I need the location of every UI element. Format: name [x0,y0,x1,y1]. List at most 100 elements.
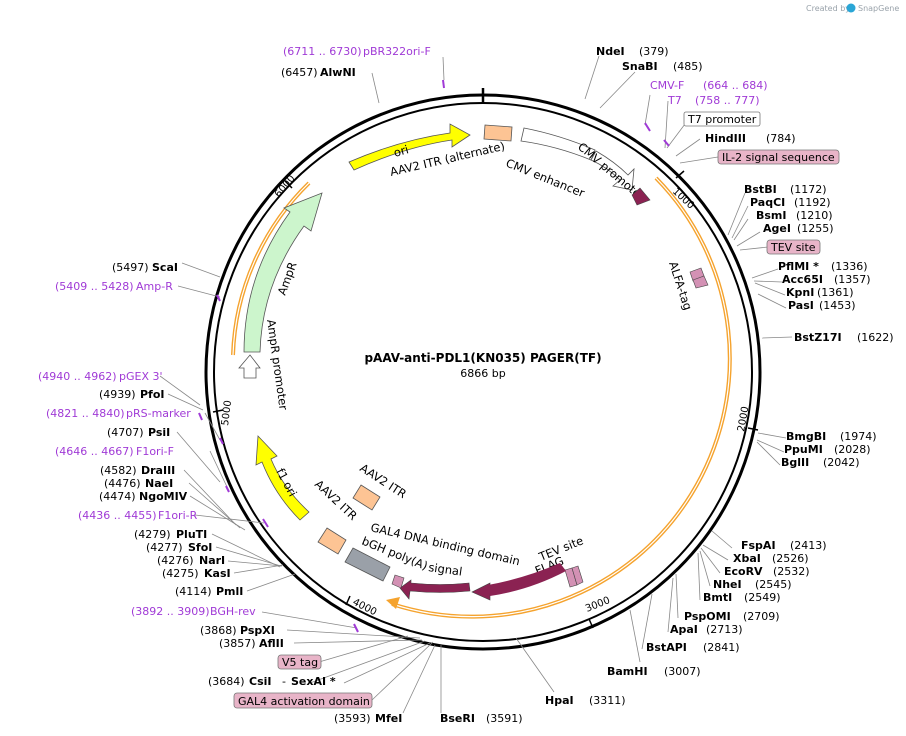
site-name-nhei: NheI [713,578,742,591]
site-pos-pfoi: (4939) [99,388,136,401]
orf-arc-inner [391,177,731,618]
tick-label-5000: 5000 [220,400,234,427]
snapgene-brand: SnapGene [858,4,899,13]
primer-range-f1orif: (4646 .. 4667) [55,445,134,458]
primer-range-pgex: (4940 .. 4962) [38,370,117,383]
site-name-kpni: KpnI [786,286,814,299]
site-name-bglii: BglII [781,456,809,469]
site-name-bmgbi: BmgBI [786,430,826,443]
v5-tag-arrow [391,574,405,589]
site-pos-psii: (4707) [107,426,144,439]
primer-range-pbr322: (6711 .. 6730) [283,45,362,58]
primer-name-f1orif: F1ori-F [136,445,174,458]
site-pos-nhei: (2545) [755,578,792,591]
ampr-promoter-label: AmpR promoter [264,318,291,411]
site-pos-pspomi: (2709) [743,610,780,623]
il2-label: IL-2 signal sequence [722,151,835,164]
site-pos-hpai: (3311) [589,694,626,707]
site-pos-pflmi: (1336) [831,260,868,273]
site-name-bstbi: BstBI [744,183,777,196]
site-pos-snabi: (485) [673,60,703,73]
site-name-sexai: SexAI * [291,675,336,688]
site-pos-paqci: (1192) [794,196,831,209]
site-pos-mfei: (3593) [334,712,371,725]
site-name-pmli: PmlI [216,585,243,598]
tick-6000 [284,180,293,189]
site-pos-nari: (4276) [157,554,194,567]
site-pos-pmli: (4114) [175,585,212,598]
gal4-activation-label: GAL4 activation domain [238,695,370,708]
primer-range-prs: (4821 .. 4840) [46,407,125,420]
primer-name-prs: pRS-marker [126,407,191,420]
site-name-bamhi: BamHI [607,665,648,678]
primer-range-ampr: (5409 .. 5428) [55,280,134,293]
site-pos-bstbi: (1172) [790,183,827,196]
site-name-pspxi: PspXI [240,624,275,637]
site-name-pspomi: PspOMI [684,610,731,623]
f1-ori-arrow [255,435,310,521]
site-name-bsmi: BsmI [756,209,787,222]
site-pos-ngomiv: (4474) [99,490,136,503]
site-pos-ndei: (379) [639,45,669,58]
site-pos-bsmi: (1210) [796,209,833,222]
primer-markers [198,79,670,633]
tick-label-2000: 2000 [736,406,751,433]
gal4-dbd-body [488,563,566,596]
site-pos-agei: (1255) [797,222,834,235]
gal4-activation-box [233,692,373,709]
ori-label: ori [392,142,410,160]
site-name-snabi: SnaBI [622,60,658,73]
aav2-itr-box-b [352,484,381,511]
site-pos-xbai: (2526) [772,552,809,565]
tick-2000 [747,427,759,431]
site-pos-bglii: (2042) [823,456,860,469]
primer-name-pgex: pGEX 3' [119,370,163,383]
site-name-hpai: HpaI [545,694,574,707]
primer-range-bgh: (3892 .. 3909) [131,605,210,618]
site-pos-fspai: (2413) [790,539,827,552]
primer-name-ampr: Amp-R [136,280,173,293]
primer-name-f1orir: F1ori-R [158,509,198,522]
site-name-agei: AgeI [763,222,791,235]
tick-label-3000: 3000 [584,595,612,615]
site-name-ecorv: EcoRV [724,565,763,578]
site-name-xbai: XbaI [733,552,761,565]
primer-range-cmvf: (664 .. 684) [703,79,768,92]
site-name-bstz17i: BstZ17I [794,331,842,344]
v5-tag-label: V5 tag [282,656,318,669]
site-pos-alwni: (6457) [281,66,318,79]
site-name-nari: NarI [199,554,225,567]
leader-lines [159,55,793,714]
site-name-pluti: PluTI [176,528,207,541]
snapgene-logo-icon [846,3,856,13]
tick-4000 [345,595,351,606]
site-pos-acc65i: (1357) [834,273,871,286]
site-name-bstapi: BstAPI [646,641,687,654]
gal4-activation-arrow [399,579,471,600]
site-name-psii: PsiI [148,426,170,439]
bgh-polya-box [344,547,391,582]
plasmid-length: 6866 bp [460,367,505,380]
site-name-ndei: NdeI [596,45,625,58]
il2-box [717,149,840,165]
site-pos-kpni: (1361) [817,286,854,299]
tick-label-4000: 4000 [351,597,379,618]
site-name-fspai: FspAI [741,539,776,552]
site-name-ngomiv: NgoMIV [139,490,188,503]
site-pos-bmti: (2549) [744,591,781,604]
site-pos-pluti: (4279) [134,528,171,541]
site-name-paqci: PaqCI [750,196,785,209]
tick-5000 [212,409,224,413]
ampr-promoter-arrow [238,354,261,379]
orf-arrowhead [386,597,400,609]
plasmid-name: pAAV-anti-PDL1(KN035) PAGER(TF) [364,351,601,365]
site-pos-sfoi: (4277) [146,541,183,554]
site-name-csii: CsiI [249,675,271,688]
site-pos-draiii: (4582) [100,464,137,477]
site-pos-ecorv: (2532) [773,565,810,578]
site-pos-bstapi: (2841) [703,641,740,654]
site-name-scai: ScaI [152,261,178,274]
site-pos-pspxi: (3868) [200,624,237,637]
site-name-bseri: BseRI [440,712,475,725]
site-pos-bmgbi: (1974) [840,430,877,443]
